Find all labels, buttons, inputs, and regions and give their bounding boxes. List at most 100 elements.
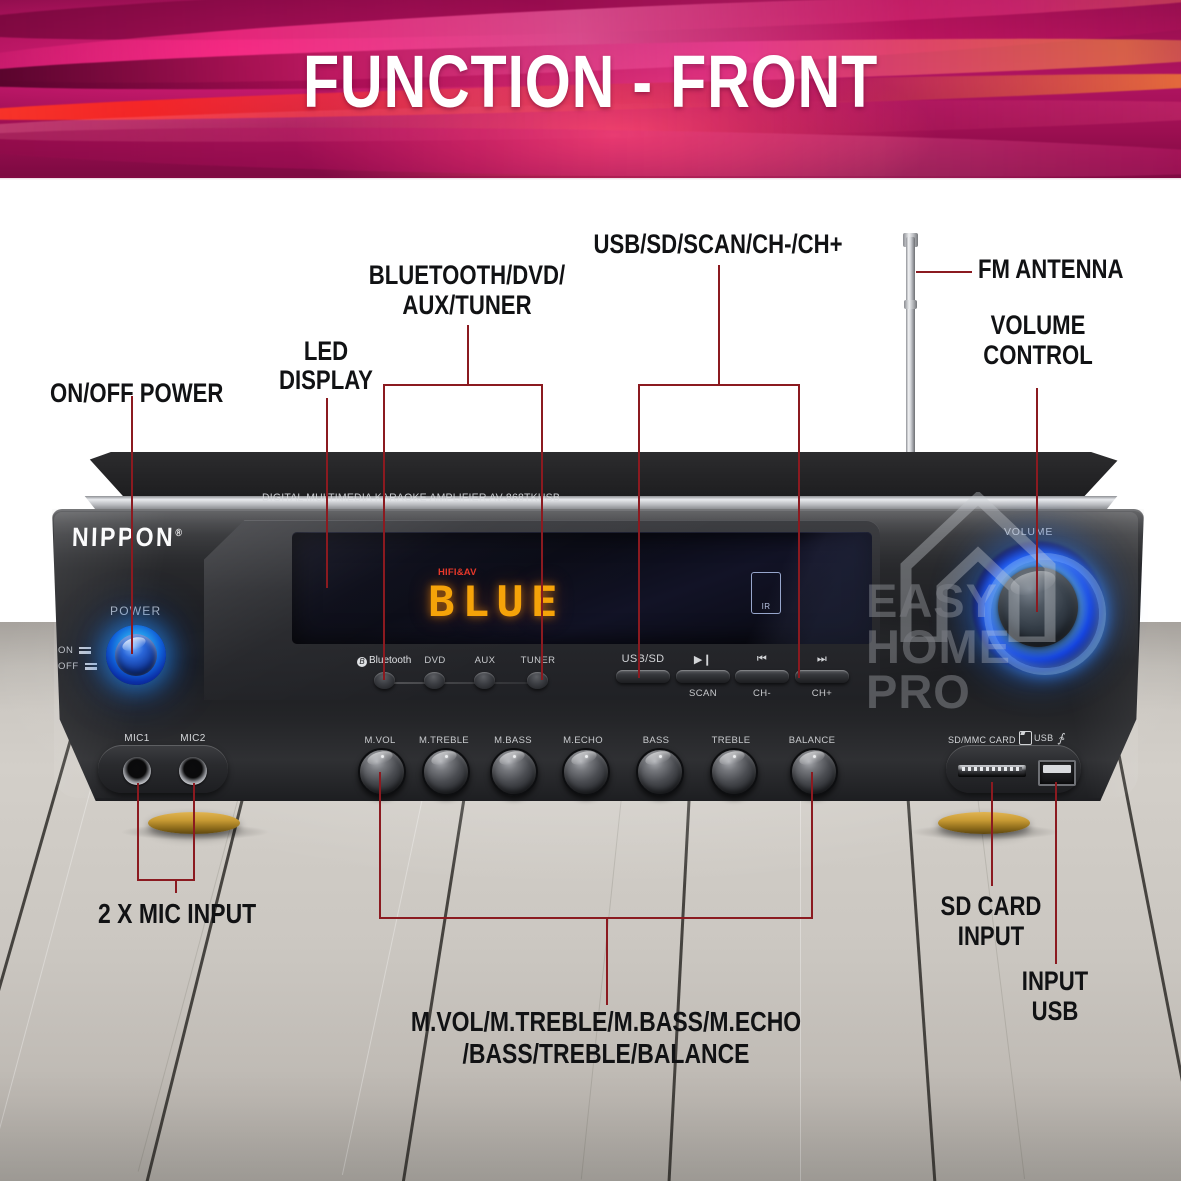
ch-down-button[interactable] — [735, 670, 789, 683]
sd-slot-pins — [962, 767, 1022, 771]
callout-sources-line2: AUX/TUNER — [402, 290, 532, 320]
usb-sd-button[interactable] — [616, 670, 670, 683]
fm-antenna-segment — [904, 300, 917, 309]
callout-usb-input-line2: USB — [1031, 996, 1079, 1026]
mic-input-plate — [98, 745, 228, 793]
usb-port-text: USB — [1034, 733, 1054, 743]
callout-usb-input-line1: INPUT — [1021, 966, 1089, 996]
leader-line-knobs-stem — [606, 917, 608, 1005]
callout-mic-input: 2 X MIC INPUT — [98, 898, 257, 929]
play-pause-icon: ▶❙ — [693, 654, 713, 666]
leader-line-mic2 — [193, 783, 195, 881]
sd-card-icon — [1018, 731, 1032, 745]
callout-led-display-line2: DISPLAY — [279, 365, 373, 395]
leader-line-usb-input — [1055, 782, 1057, 964]
callout-sources-line1: BLUETOOTH/DVD/ — [368, 260, 566, 290]
leader-line-led-display — [326, 398, 328, 588]
leader-line-fm-antenna — [916, 271, 972, 273]
leader-line-sources-bracket — [383, 384, 543, 386]
volume-knob-label: VOLUME — [1004, 526, 1054, 538]
amplifier-chrome-edge — [84, 496, 1118, 512]
led-readout: BLUE — [428, 577, 566, 626]
tuner-button-label: TUNER — [520, 655, 556, 666]
model-designation: DIGITAL MULTIMEDIA KARAOKE AMPLIFIER AV-… — [262, 491, 561, 505]
leader-line-power — [131, 396, 133, 654]
callout-knobs-line2: /BASS/TREBLE/BALANCE — [462, 1038, 750, 1069]
mic2-label: MIC2 — [180, 733, 206, 744]
leader-line-tuner — [541, 384, 543, 680]
sd-card-slot[interactable] — [958, 765, 1026, 777]
sd-card-slot-label: SD/MMC CARD — [948, 731, 1032, 745]
usb-port[interactable] — [1038, 760, 1076, 786]
callout-led-display-line1: LED — [303, 336, 349, 366]
leader-line-balance — [811, 772, 813, 919]
callout-fm-antenna: FM ANTENNA — [978, 254, 1124, 284]
leader-line-chplus — [798, 384, 800, 678]
header-banner: FUNCTION - FRONT — [0, 0, 1181, 178]
aux-button[interactable] — [474, 672, 495, 689]
power-off-label: OFF — [58, 661, 104, 672]
callout-volume-line1: VOLUME — [990, 310, 1086, 340]
leader-line-sources-stem — [467, 325, 469, 385]
previous-track-icon: ⏮ — [756, 653, 768, 665]
callout-usb-group: USB/SD/SCAN/CH-/CH+ — [593, 229, 843, 259]
mecho-knob-label: M.ECHO — [563, 735, 603, 746]
mic2-jack[interactable] — [179, 757, 207, 785]
leader-line-volume — [1036, 388, 1038, 612]
banner-bottom-edge — [0, 176, 1181, 180]
sd-card-slot-text: SD/MMC CARD — [948, 735, 1016, 745]
dvd-button[interactable] — [424, 672, 445, 689]
callout-volume-line2: CONTROL — [983, 340, 1093, 370]
mbass-knob[interactable] — [490, 748, 538, 796]
ch-up-button[interactable] — [795, 670, 849, 683]
leader-line-mic1 — [137, 783, 139, 881]
leader-line-mic-bracket — [137, 879, 195, 881]
bluetooth-button[interactable] — [374, 672, 395, 689]
scan-button-label: SCAN — [689, 688, 717, 699]
amplifier-foot — [938, 812, 1030, 834]
ir-label: IR — [761, 602, 771, 611]
banner-title: FUNCTION - FRONT — [302, 39, 879, 123]
power-on-text: ON — [58, 645, 74, 656]
dvd-button-label: DVD — [424, 655, 446, 666]
fm-antenna[interactable] — [906, 237, 915, 469]
leader-line-bluetooth — [383, 384, 385, 680]
usb-sd-button-label: USB/SD — [621, 653, 665, 665]
leader-line-mic-stem — [175, 879, 177, 893]
callout-power: ON/OFF POWER — [50, 378, 224, 408]
treble-knob-label: TREBLE — [711, 735, 751, 746]
brand-logo: NIPPON® — [72, 522, 185, 553]
power-on-icon — [79, 647, 92, 654]
balance-knob-label: BALANCE — [788, 735, 836, 746]
brand-logo-text: NIPPON — [71, 521, 176, 552]
mic1-label: MIC1 — [124, 733, 150, 744]
mtreble-knob-label: M.TREBLE — [419, 735, 469, 746]
leader-line-usbgroup-bracket — [638, 384, 800, 386]
power-label: POWER — [110, 604, 162, 618]
source-row-trim — [378, 682, 544, 684]
power-on-label: ON — [58, 645, 104, 656]
volume-knob[interactable] — [998, 567, 1078, 647]
display-brand-tag: HIFI&AV — [438, 567, 477, 578]
callout-sd-card-line1: SD CARD — [940, 891, 1042, 921]
leader-line-mvol — [379, 772, 381, 919]
bass-knob-label: BASS — [642, 735, 670, 746]
usb-icon: ∱ — [1057, 731, 1064, 745]
ir-sensor-window: IR — [751, 572, 781, 614]
mbass-knob-label: M.BASS — [494, 735, 532, 746]
leader-line-usbgroup-stem — [718, 265, 720, 385]
ch-up-label: CH+ — [811, 688, 833, 699]
bluetooth-icon: B — [357, 657, 367, 667]
mic1-jack[interactable] — [123, 757, 151, 785]
registered-mark-icon: ® — [175, 526, 185, 539]
deck-grain — [800, 622, 801, 1181]
scan-button[interactable] — [676, 670, 730, 683]
power-off-text: OFF — [58, 661, 79, 672]
mvol-knob-label: M.VOL — [364, 735, 396, 746]
usb-port-label: USB∱ — [1034, 731, 1064, 745]
power-off-icon — [84, 663, 97, 670]
tuner-button[interactable] — [527, 672, 548, 689]
screen-reflection — [712, 532, 872, 644]
